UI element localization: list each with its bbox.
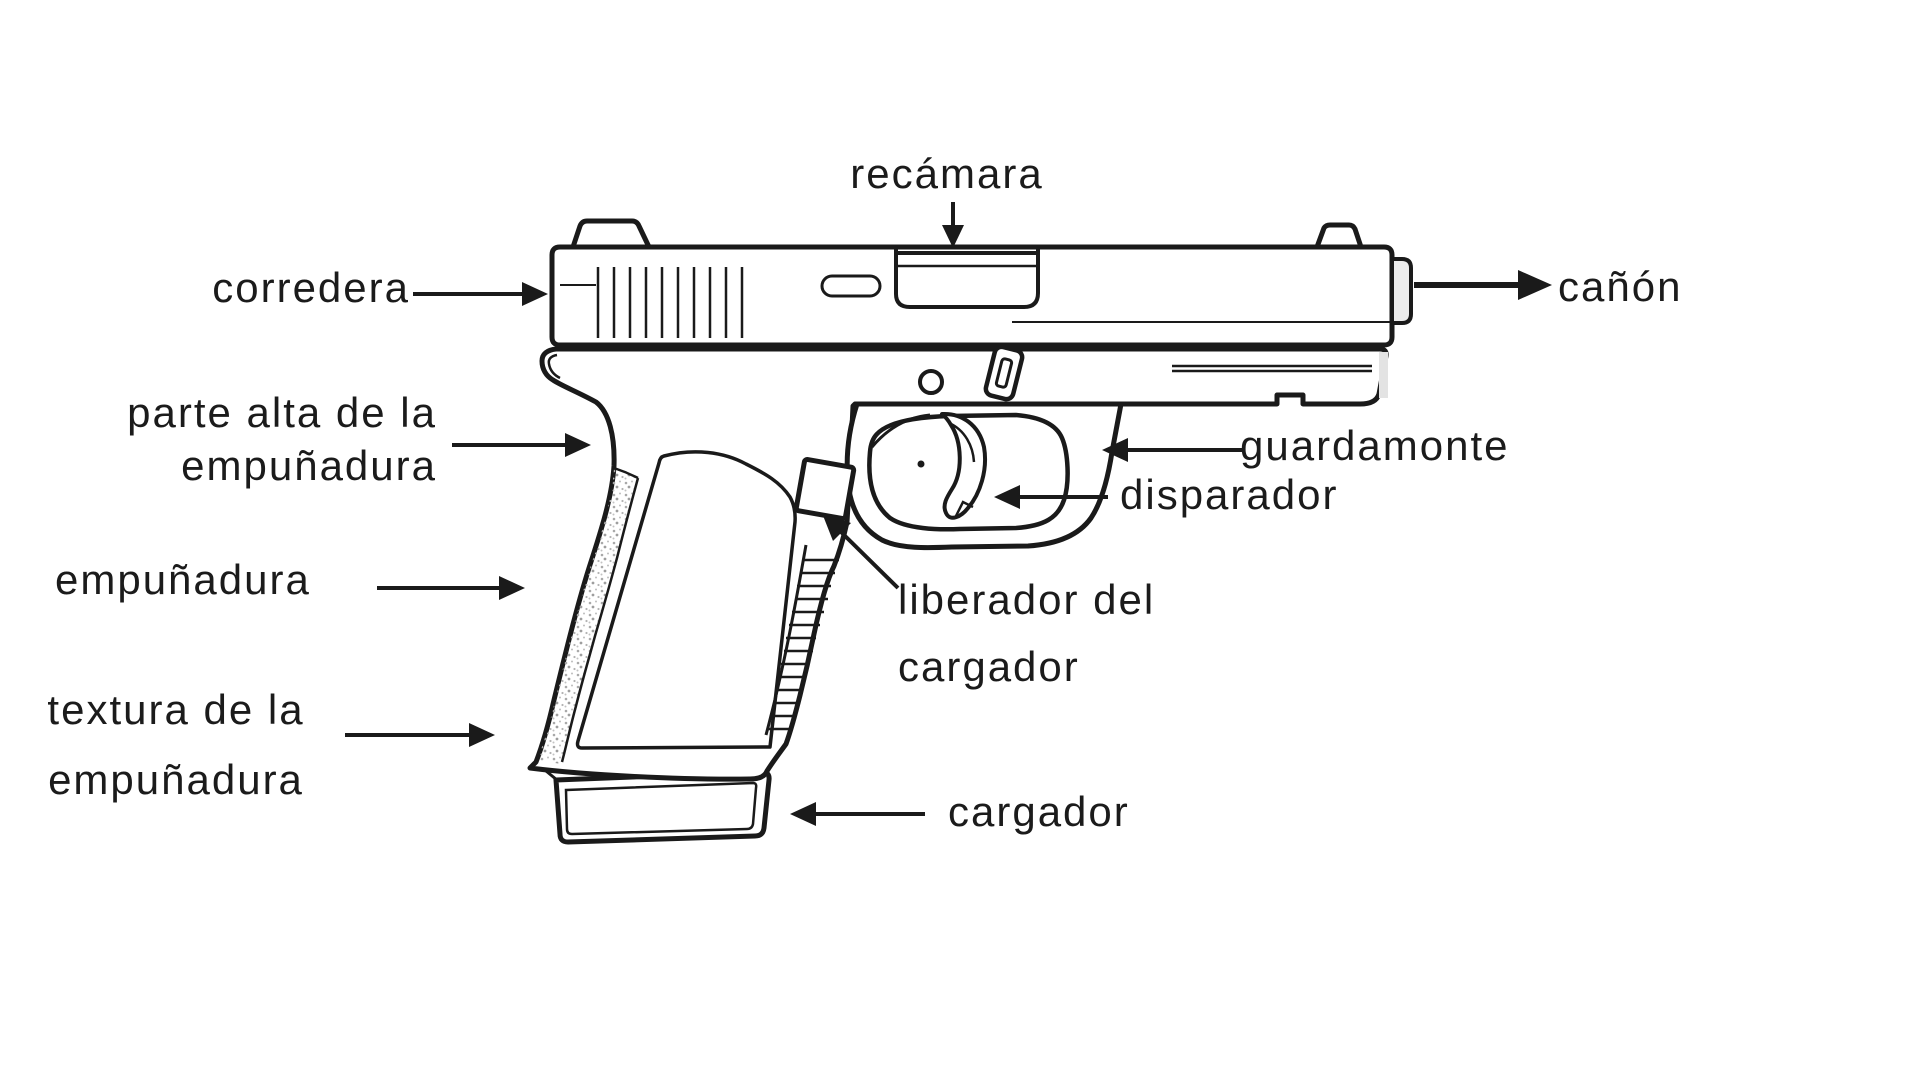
slide-stop-lever	[983, 344, 1025, 402]
label-empunadura: empuñadura	[55, 556, 311, 603]
label-textura-line1: textura de la	[47, 686, 305, 733]
label-corredera: corredera	[212, 264, 410, 311]
label-liberador-line2: cargador	[898, 643, 1080, 690]
front-sight	[1314, 222, 1364, 250]
label-recamara: recámara	[850, 150, 1044, 197]
recoil-rod-hint	[1379, 352, 1388, 398]
label-parte-alta-line1: parte alta de la	[127, 389, 437, 436]
guardamonte-arrow	[1102, 438, 1242, 462]
label-parte-alta-de-la-empunadura: parte alta de la empuñadura	[127, 386, 437, 492]
parte-alta-arrow	[452, 433, 591, 457]
label-guardamonte: guardamonte	[1240, 422, 1510, 469]
muzzle-cap	[1390, 257, 1413, 325]
label-textura-line2: empuñadura	[48, 756, 304, 803]
trigger	[917, 411, 987, 520]
slide-serrations	[596, 267, 744, 338]
label-liberador-del-cargador: liberador del cargador	[898, 566, 1155, 700]
recamara-arrow	[942, 202, 964, 248]
empunadura-arrow	[377, 576, 525, 600]
frontstrap-checkering	[764, 544, 839, 736]
disparador-arrow	[994, 485, 1108, 509]
label-canon: cañón	[1558, 263, 1683, 310]
magazine-release-button	[793, 457, 857, 521]
magazine	[539, 764, 772, 845]
liberador-arrow	[822, 513, 900, 590]
grip-texture-band	[537, 468, 638, 764]
canon-arrow	[1414, 270, 1552, 300]
corredera-arrow	[413, 282, 548, 306]
cargador-arrow	[790, 802, 925, 826]
ejection-port	[894, 249, 1040, 309]
label-textura-de-la-empunadura: textura de la empuñadura	[47, 675, 304, 815]
label-liberador-line1: liberador del	[898, 576, 1156, 623]
extractor	[820, 274, 882, 298]
trigger-guard	[844, 401, 1124, 551]
slide	[549, 218, 1413, 348]
label-disparador: disparador	[1120, 471, 1339, 518]
rear-sight	[570, 218, 652, 250]
textura-arrow	[345, 723, 495, 747]
label-parte-alta-line2: empuñadura	[181, 442, 437, 489]
label-cargador: cargador	[948, 788, 1130, 835]
frame-pin	[918, 369, 944, 395]
